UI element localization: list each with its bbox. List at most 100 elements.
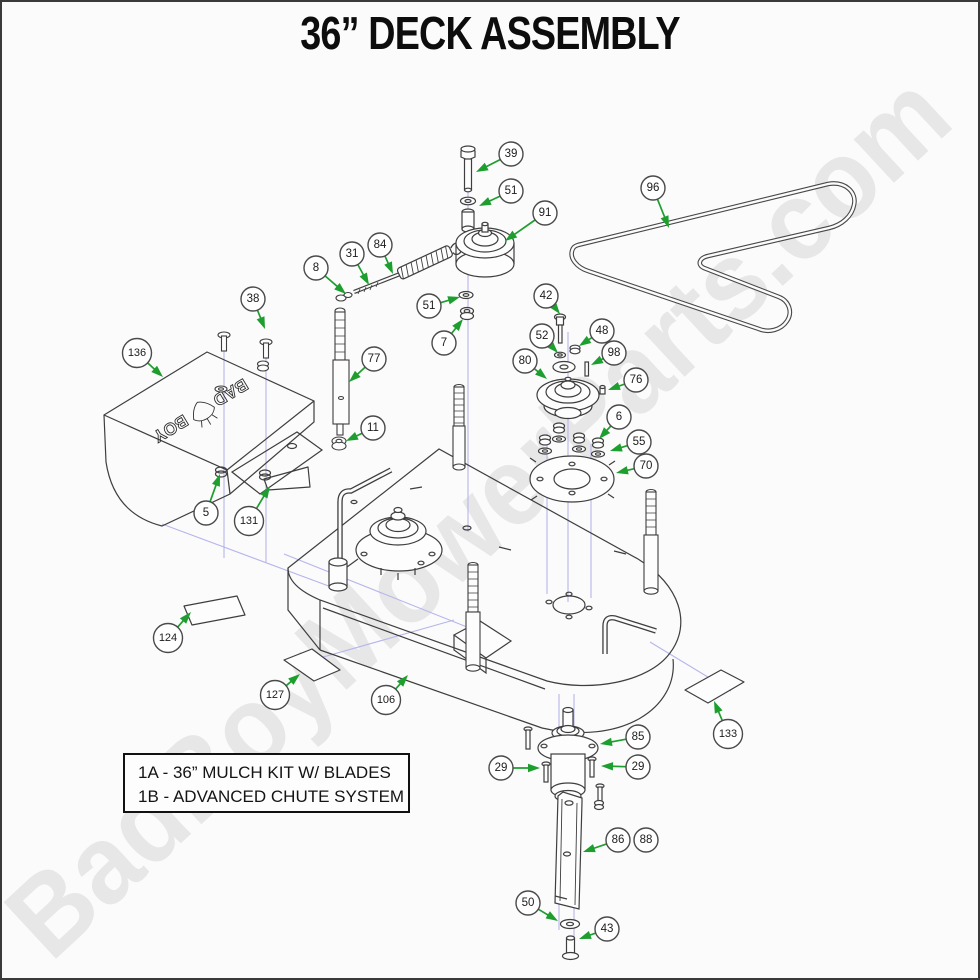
- callout-29-28[interactable]: 29: [488, 755, 540, 781]
- callout-91-2[interactable]: 91: [505, 200, 558, 241]
- part-number: 55: [633, 436, 646, 448]
- callout-31-5[interactable]: 31: [339, 241, 369, 285]
- part-number: 42: [540, 290, 553, 302]
- callout-98-15[interactable]: 98: [591, 340, 627, 366]
- callout-29-29[interactable]: 29: [601, 754, 651, 780]
- callout-76-17[interactable]: 76: [608, 367, 649, 393]
- callout-arrow-line: [209, 483, 218, 502]
- part-number: 29: [632, 761, 645, 773]
- callout-39-0[interactable]: 39: [476, 141, 524, 172]
- callout-8-6[interactable]: 8: [303, 255, 346, 294]
- spindle-assembly-85: [523, 706, 605, 807]
- part-number: 131: [240, 515, 258, 527]
- callout-42-12[interactable]: 42: [533, 283, 560, 314]
- callout-88-32[interactable]: 88: [633, 827, 659, 853]
- callout-circle: [152, 622, 184, 654]
- callout-circle: [233, 505, 265, 537]
- callout-arrow-line: [656, 198, 667, 220]
- callout-arrow-line: [537, 908, 550, 917]
- callout-38-7[interactable]: 38: [240, 286, 266, 329]
- callout-136-11[interactable]: 136: [121, 337, 164, 378]
- callout-6-18[interactable]: 6: [599, 404, 632, 439]
- callout-arrowhead-icon: [260, 486, 270, 499]
- callout-arrowhead-icon: [359, 272, 369, 285]
- callout-84-4[interactable]: 84: [367, 232, 393, 274]
- callout-arrow-line: [512, 219, 536, 236]
- callout-arrowhead-icon: [476, 162, 489, 172]
- callout-circle: [626, 429, 652, 455]
- callout-circle: [498, 178, 524, 204]
- part-number: 88: [640, 834, 653, 846]
- callout-circle: [605, 827, 631, 853]
- callout-52-14[interactable]: 52: [529, 323, 558, 353]
- decal-127: [283, 648, 341, 682]
- part-number: 39: [505, 148, 518, 160]
- callout-86-31[interactable]: 86: [583, 827, 631, 853]
- callout-85-27[interactable]: 85: [600, 724, 651, 750]
- watermark-text: BadBoyMowerParts.com: [2, 50, 973, 978]
- decals: [183, 466, 745, 704]
- bad-boy-logo: BAD BOY: [149, 374, 252, 447]
- callout-70-20[interactable]: 70: [616, 453, 659, 479]
- callout-circle: [594, 916, 620, 942]
- watermark: BadBoyMowerParts.com: [2, 50, 973, 978]
- logo-word-boy: BOY: [149, 411, 191, 447]
- callout-124-24[interactable]: 124: [152, 612, 192, 654]
- part-number: 127: [266, 689, 284, 701]
- callout-circle: [193, 500, 219, 526]
- legend-line-mulch-kit: 1A - 36” MULCH KIT W/ BLADES: [138, 763, 391, 782]
- callout-77-10[interactable]: 77: [349, 346, 387, 382]
- part-number: 84: [374, 239, 387, 251]
- part-number: 8: [313, 262, 319, 274]
- part-number: 51: [423, 300, 436, 312]
- callout-96-3[interactable]: 96: [640, 175, 669, 228]
- callout-arrow-line: [357, 264, 365, 277]
- callout-arrowhead-icon: [599, 427, 611, 439]
- reinforcement-ring-70: [529, 422, 616, 503]
- callout-arrowhead-icon: [545, 911, 558, 921]
- callout-arrow-line: [592, 843, 607, 850]
- callout-circle: [606, 404, 632, 430]
- part-number: 91: [539, 207, 552, 219]
- blade-86: [554, 791, 605, 961]
- callout-arrowhead-icon: [601, 762, 614, 771]
- cover-bolts: [214, 331, 273, 393]
- callout-arrowhead-icon: [660, 215, 669, 228]
- callout-arrowhead-icon: [288, 674, 300, 685]
- rod-77: [331, 307, 350, 451]
- callout-arrowhead-icon: [546, 341, 558, 353]
- callout-arrowhead-icon: [346, 432, 359, 441]
- part-number: 133: [719, 728, 737, 740]
- callout-circle: [625, 754, 651, 780]
- callout-80-16[interactable]: 80: [512, 348, 547, 379]
- callout-arrowhead-icon: [179, 612, 191, 624]
- callout-arrowhead-icon: [349, 370, 361, 382]
- callout-5-22[interactable]: 5: [193, 474, 220, 526]
- callout-55-19[interactable]: 55: [610, 429, 652, 455]
- part-number: 136: [128, 347, 146, 359]
- callout-arrowhead-icon: [549, 301, 560, 314]
- callout-arrowhead-icon: [479, 197, 492, 206]
- callout-circle: [601, 340, 627, 366]
- callout-131-23[interactable]: 131: [233, 486, 271, 537]
- callout-43-34[interactable]: 43: [579, 916, 620, 942]
- callout-106-26[interactable]: 106: [370, 675, 409, 716]
- part-number: 11: [367, 422, 379, 434]
- callout-51-8[interactable]: 51: [416, 293, 460, 319]
- callout-circle: [339, 241, 365, 267]
- part-number: 86: [612, 834, 625, 846]
- callout-127-25[interactable]: 127: [259, 674, 301, 711]
- callout-11-21[interactable]: 11: [346, 415, 386, 441]
- callout-circle: [498, 141, 524, 167]
- part-number: 43: [601, 923, 614, 935]
- callout-48-13[interactable]: 48: [579, 318, 615, 346]
- callout-133-30[interactable]: 133: [712, 701, 744, 750]
- callout-circle: [361, 346, 387, 372]
- callout-arrowhead-icon: [579, 335, 592, 346]
- callout-7-9[interactable]: 7: [431, 319, 463, 356]
- callout-50-33[interactable]: 50: [515, 890, 558, 921]
- callout-circle: [488, 755, 514, 781]
- callout-51-1[interactable]: 51: [479, 178, 524, 206]
- callout-circle: [240, 286, 266, 312]
- callout-circle: [640, 175, 666, 201]
